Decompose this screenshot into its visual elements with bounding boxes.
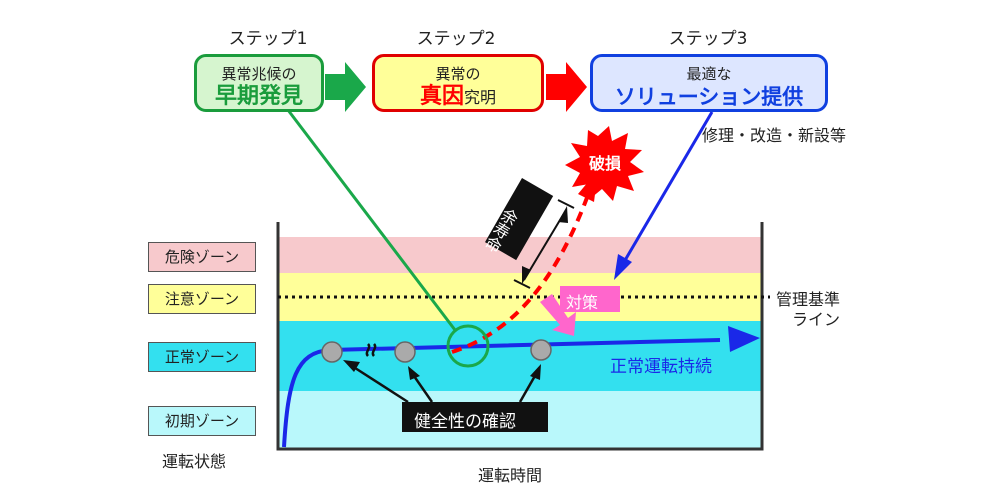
threshold-label-line1: 管理基準	[776, 290, 841, 309]
step1-to-step2-arrow	[325, 62, 366, 112]
check-point-2	[394, 341, 416, 363]
threshold-label-line2: ライン	[792, 310, 841, 329]
health-check-arrowhead-1	[343, 360, 360, 372]
check-point-3	[530, 339, 552, 361]
countermeasure-label: 対策	[566, 293, 599, 312]
remaining-life-arrow-bottom	[522, 266, 531, 284]
step1-label: ステップ1	[228, 29, 308, 49]
step1-leader-line	[286, 109, 457, 331]
step1-box: 異常兆候の 早期発見	[194, 54, 324, 112]
chart-frame	[276, 222, 764, 451]
health-check-label-bg	[402, 402, 548, 432]
step1-line1: 異常兆候の	[221, 65, 297, 83]
step3-note: 修理・改造・新設等	[702, 126, 847, 145]
step2-to-step3-arrow	[546, 62, 587, 112]
step2-box: 異常の 真因究明	[372, 54, 544, 112]
step2-line2-rest: 究明	[464, 88, 497, 107]
step3-leader-arrowhead	[614, 254, 632, 280]
step1-line2: 早期発見	[214, 84, 303, 109]
health-check-arrow-2	[412, 375, 434, 403]
continued-operation-label: 正常運転持続	[610, 357, 712, 377]
time-break-mark	[365, 343, 377, 357]
zone-label-danger: 危険ゾーン	[148, 242, 256, 272]
step3-box: 最適な ソリューション提供	[590, 54, 828, 112]
step3-line1: 最適な	[686, 65, 732, 83]
step3-leader-line	[622, 111, 714, 263]
step3-label: ステップ3	[668, 29, 748, 49]
normal-zone-band	[278, 321, 762, 391]
degradation-curve	[451, 194, 590, 354]
early-detection-circle	[446, 324, 490, 368]
countermeasure-label-bg	[560, 286, 620, 312]
step2-label: ステップ2	[416, 29, 496, 49]
failure-starburst	[565, 126, 644, 201]
x-axis-label: 運転時間	[478, 466, 543, 485]
health-check-arrowhead-2	[408, 366, 420, 380]
countermeasure-arrow	[540, 294, 576, 336]
health-check-arrow-3	[518, 373, 538, 403]
check-point-1	[321, 341, 343, 363]
step2-line2-main: 真因	[419, 84, 464, 109]
zone-label-caution: 注意ゾーン	[148, 284, 256, 314]
zone-label-normal: 正常ゾーン	[148, 342, 256, 372]
remaining-life-tick-top	[557, 199, 575, 209]
y-axis-label: 運転状態	[162, 452, 227, 471]
step3-line2: ソリューション提供	[614, 85, 804, 109]
step2-line1: 異常の	[435, 65, 481, 83]
step2-line2: 真因究明	[375, 83, 541, 112]
health-check-arrow-1	[351, 364, 409, 404]
remaining-life-arrow-top	[558, 206, 568, 223]
remaining-life-label-bg	[485, 178, 554, 261]
zone-label-initial: 初期ゾーン	[148, 406, 256, 436]
operating-curve-arrowhead	[728, 326, 760, 352]
caution-zone-band	[278, 273, 762, 321]
health-check-label: 健全性の確認	[414, 412, 516, 432]
failure-label: 破損	[589, 154, 622, 173]
health-check-arrowhead-3	[530, 364, 541, 380]
